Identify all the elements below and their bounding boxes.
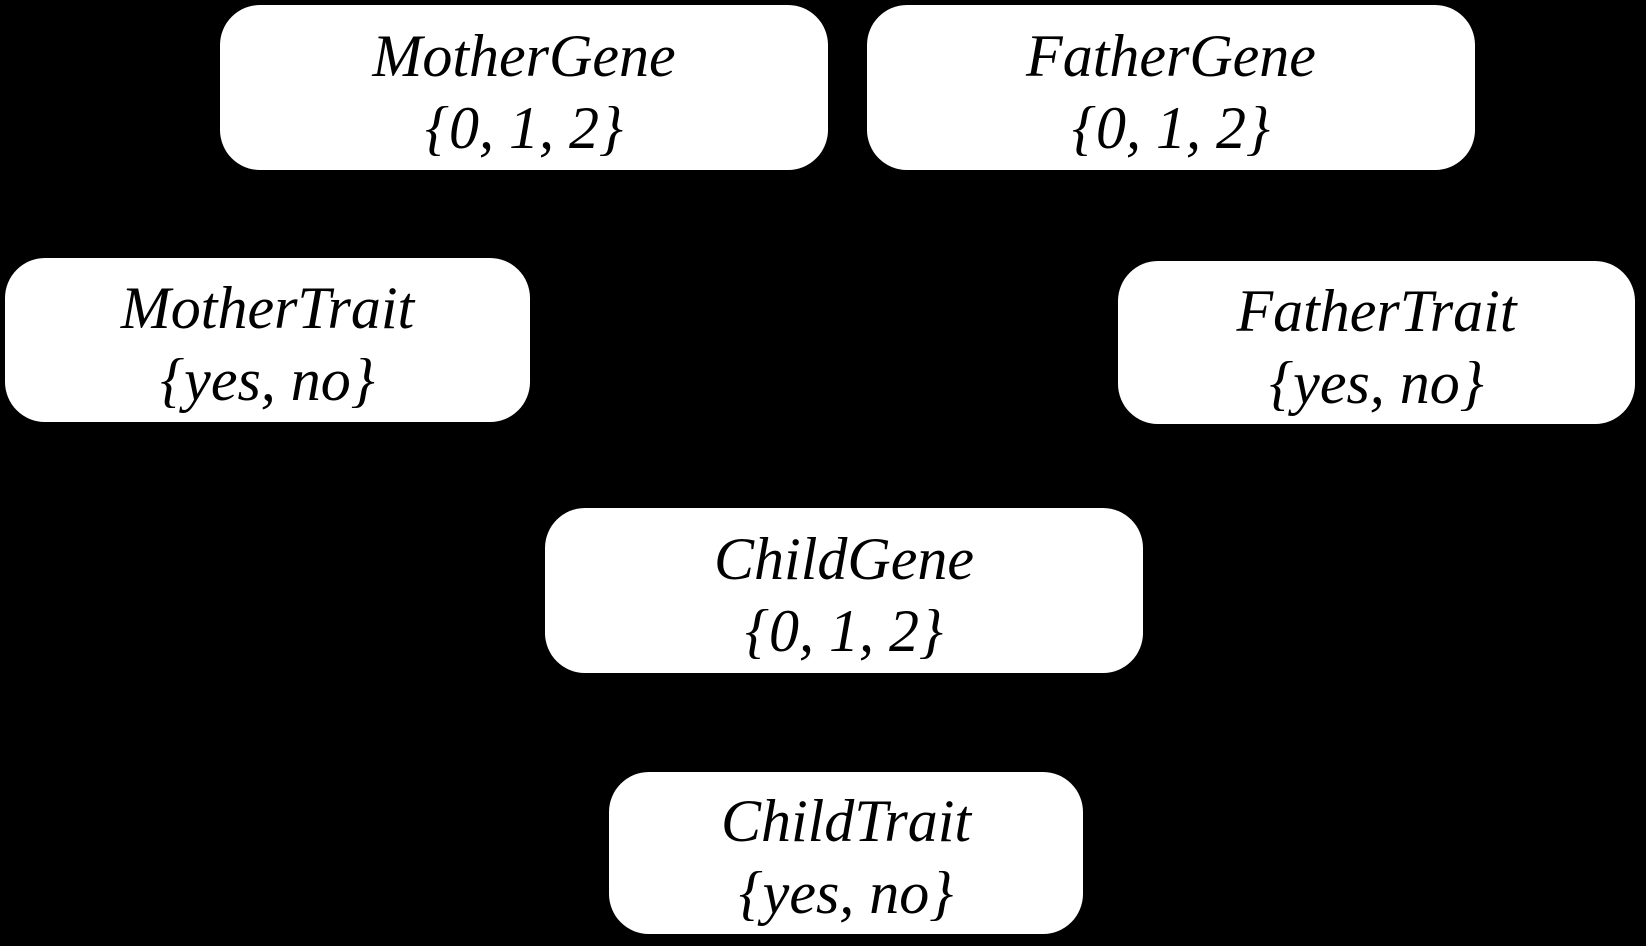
- node-domain: {0, 1, 2}: [1072, 94, 1270, 161]
- node-label: FatherGene: [1026, 22, 1316, 89]
- node-father-trait: FatherTrait {yes, no}: [1118, 261, 1635, 424]
- node-father-gene: FatherGene {0, 1, 2}: [867, 5, 1475, 170]
- node-mother-gene: MotherGene {0, 1, 2}: [220, 5, 828, 170]
- node-domain: {yes, no}: [160, 347, 375, 413]
- node-label: MotherTrait: [120, 275, 415, 341]
- node-label: ChildTrait: [720, 788, 972, 854]
- node-domain: {0, 1, 2}: [745, 597, 943, 664]
- node-mother-trait: MotherTrait {yes, no}: [5, 258, 530, 422]
- node-label: FatherTrait: [1236, 277, 1517, 344]
- node-label: ChildGene: [714, 525, 974, 592]
- node-domain: {0, 1, 2}: [425, 94, 623, 161]
- node-domain: {yes, no}: [1269, 349, 1484, 416]
- node-child-trait: ChildTrait {yes, no}: [609, 772, 1083, 934]
- node-label: MotherGene: [372, 22, 676, 89]
- node-child-gene: ChildGene {0, 1, 2}: [545, 508, 1143, 673]
- node-domain: {yes, no}: [738, 860, 954, 926]
